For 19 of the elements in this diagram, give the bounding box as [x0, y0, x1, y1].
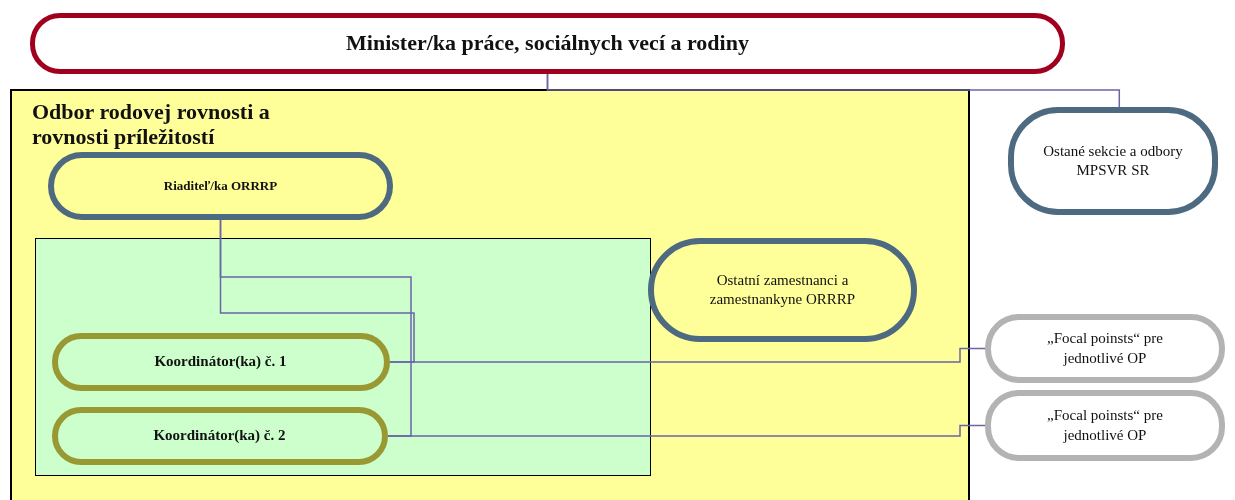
node-label: „Focal poinsts“ pre jednotlivé OP: [1046, 329, 1164, 368]
node-label: Koordinátor(ka) č. 2: [152, 425, 287, 445]
node-label: Ostatní zamestnanci a zamestnankyne ORRRP: [708, 270, 857, 309]
connector-line: [389, 347, 986, 363]
node-label: Minister/ka práce, sociálnych vecí a rodiny: [345, 29, 750, 58]
node-label: Koordinátor(ka) č. 1: [153, 351, 288, 371]
minister-box: [30, 13, 1065, 74]
node-label: Ostané sekcie a odbory MPSVR SR: [1042, 141, 1184, 180]
connector-line: [387, 424, 986, 437]
node-label: Riaditeľ/ka ORRRP: [162, 177, 279, 195]
coordinator-box: [51, 406, 388, 465]
connector-line: [546, 73, 1121, 108]
node-label: „Focal poinsts“ pre jednotlivé OP: [1046, 406, 1164, 445]
connector-line: [219, 219, 412, 437]
team-panel: [35, 238, 651, 476]
coordinator-box: [51, 332, 390, 391]
department-panel: [10, 89, 970, 500]
staff-box: [648, 238, 917, 342]
department-heading: Odbor rodovej rovnosti a rovnosti príležitostí: [32, 99, 271, 150]
